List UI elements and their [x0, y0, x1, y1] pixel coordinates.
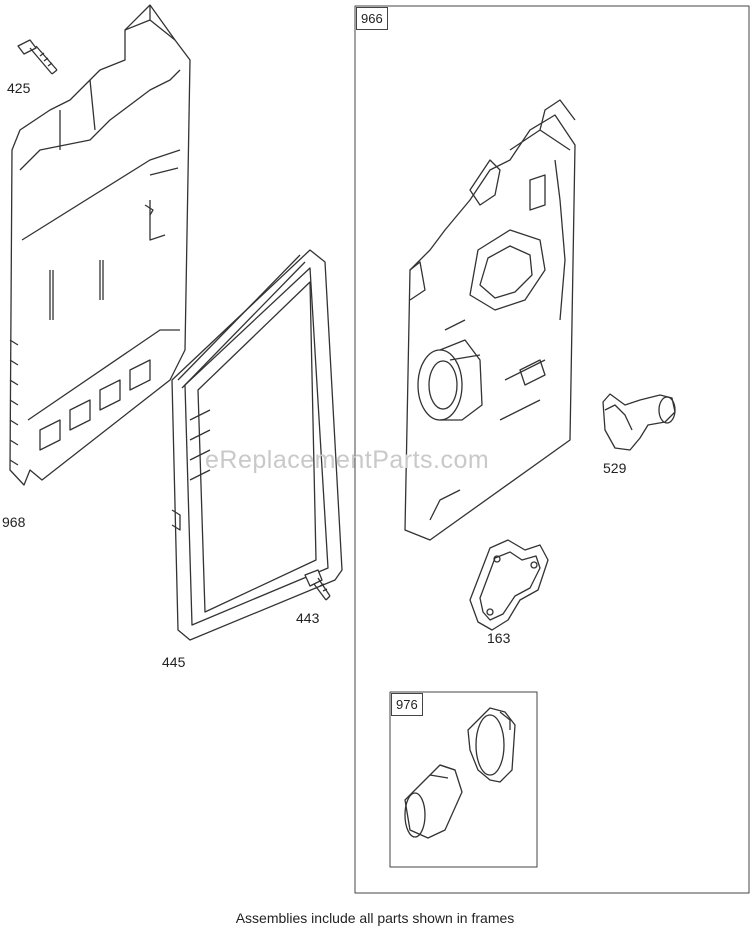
bolt-425-drawing: [17, 39, 58, 75]
frame-label-966: 966: [356, 7, 388, 30]
screw-443-drawing: [304, 569, 331, 601]
part-label-968: 968: [2, 514, 26, 530]
frame-label-976: 976: [391, 693, 423, 716]
watermark-text: eReplacementParts.com: [205, 446, 490, 474]
air-cleaner-base-968-drawing: [9, 4, 191, 486]
part-label-445: 445: [162, 654, 186, 670]
elbow-529-drawing: [602, 393, 676, 451]
part-label-425: 425: [7, 80, 31, 96]
assembly-frame-976: [389, 691, 538, 868]
air-filter-445-drawing: [171, 249, 343, 641]
part-label-529: 529: [603, 460, 627, 476]
housing-966-drawing: [404, 99, 576, 541]
gasket-163-drawing: [469, 539, 549, 631]
assembly-frame-966: [354, 5, 750, 894]
part-label-443: 443: [296, 610, 320, 626]
footnote-text: Assemblies include all parts shown in fr…: [235, 910, 515, 926]
part-label-163: 163: [487, 630, 511, 646]
element-976-drawing: [404, 707, 516, 839]
